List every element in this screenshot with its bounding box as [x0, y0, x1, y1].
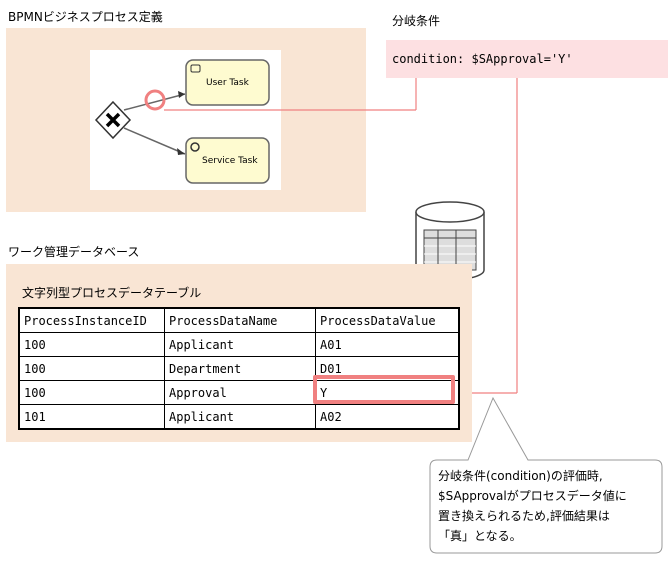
callout-line: $SApprovalがプロセスデータ値に: [438, 489, 627, 503]
table-header-row: ProcessInstanceID ProcessDataName Proces…: [18, 307, 460, 333]
flow-arrowhead: [177, 148, 185, 155]
condition-section-title: 分岐条件: [392, 14, 441, 28]
column-header: ProcessDataValue: [315, 307, 460, 333]
flow-to-service-task: [123, 127, 186, 155]
callout-line: 「真」となる。: [438, 529, 522, 543]
condition-highlight-circle: [144, 89, 166, 111]
bpmn-diagram: User Task Service Task: [90, 50, 281, 190]
user-task: [185, 59, 270, 106]
table-row: 101 Applicant A02: [18, 404, 460, 430]
callout-text: 分岐条件(condition)の評価時, $SApprovalがプロセスデータ値…: [438, 466, 627, 546]
callout-line: 置き換えられるため,評価結果は: [438, 509, 610, 523]
table-cell: 101: [18, 404, 165, 430]
process-data-table: ProcessInstanceID ProcessDataName Proces…: [18, 307, 460, 430]
table-cell: A02: [315, 404, 460, 430]
table-cell: 100: [18, 380, 165, 405]
bpmn-diagram-svg: [94, 59, 270, 184]
flow-arrowhead: [178, 91, 185, 98]
table-cell: Applicant: [164, 332, 316, 357]
gateway-x-icon: [105, 112, 121, 128]
table-cell: Applicant: [164, 404, 316, 430]
table-title: 文字列型プロセスデータテーブル: [22, 286, 202, 300]
table-row: 100 Approval Y: [18, 380, 460, 405]
callout-shape: [429, 396, 663, 554]
condition-expression-box: condition: $SApproval='Y': [386, 40, 668, 78]
y-cell-highlight: [313, 375, 455, 404]
table-cell: Approval: [164, 380, 316, 405]
callout-line: 分岐条件(condition)の評価時,: [438, 469, 603, 483]
flow-to-user-task: [123, 93, 186, 111]
gear-icon: [190, 142, 200, 152]
user-task-label: User Task: [206, 78, 249, 88]
condition-expression: condition: $SApproval='Y': [392, 52, 573, 66]
service-task: [185, 137, 270, 184]
column-header: ProcessInstanceID: [18, 307, 165, 333]
table-row: 100 Department D01: [18, 356, 460, 381]
service-task-label: Service Task: [202, 156, 258, 166]
bpmn-section-title: BPMNビジネスプロセス定義: [8, 10, 163, 24]
database-section-title: ワーク管理データベース: [8, 245, 140, 259]
user-task-icon: [190, 64, 201, 73]
